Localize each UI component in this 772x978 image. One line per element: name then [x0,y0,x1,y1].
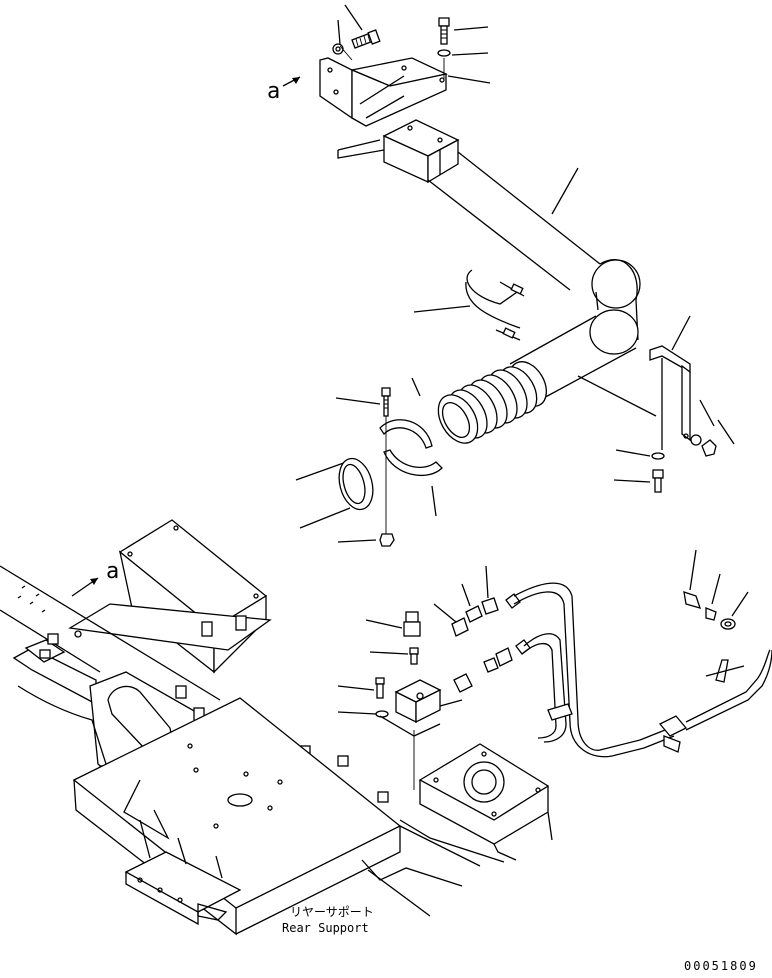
air-duct [337,119,657,444]
bellows-hose [437,361,547,444]
view-marker-left: a [106,559,119,584]
view-marker-top: a [267,79,280,104]
caption-japanese: リヤーサポート [290,905,374,919]
pressure-switch-piping [337,549,772,861]
clamp-assembly [295,377,443,547]
rear-support-frame: a [0,519,505,936]
duct-support-bracket [613,315,735,493]
top-bracket-assembly: a [267,4,491,127]
caption-english: Rear Support [282,921,369,935]
drawing-number: 00051809 [684,959,758,973]
